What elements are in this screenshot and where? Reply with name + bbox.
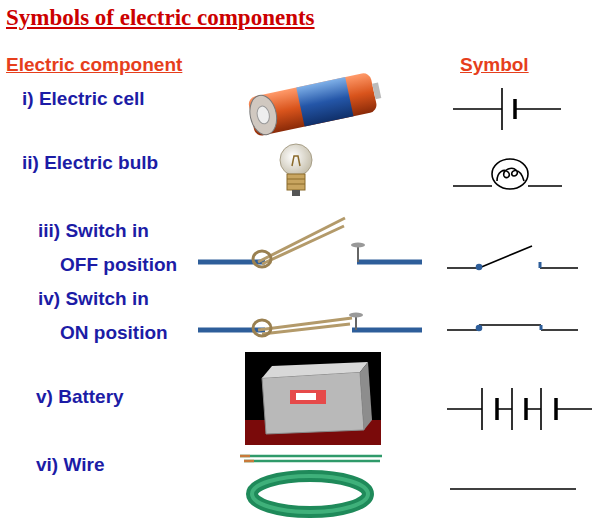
component-name: iv) Switch in ON position: [38, 282, 178, 350]
battery-picture: [245, 352, 381, 445]
cell-picture: [246, 71, 383, 138]
component-name: v) Battery: [36, 385, 124, 409]
component-name: iii) Switch in OFF position: [38, 214, 178, 282]
component-name: vi) Wire: [36, 453, 104, 477]
battery-symbol: [447, 388, 592, 430]
column-heading: Symbol: [460, 53, 529, 77]
switch-off-symbol: [447, 246, 578, 270]
wire-picture: [240, 456, 382, 512]
switch-on-picture: [198, 313, 422, 337]
column-heading: Electric component: [6, 53, 182, 77]
bulb-symbol: [453, 159, 562, 189]
component-name: i) Electric cell: [22, 87, 145, 111]
switch-on-symbol: [447, 325, 578, 331]
cell-symbol: [453, 88, 561, 130]
circuit-symbols: [447, 88, 592, 489]
switch-off-picture: [198, 218, 422, 267]
bulb-picture: [280, 144, 312, 196]
title: Symbols of electric components: [6, 4, 315, 32]
component-name: ii) Electric bulb: [22, 151, 158, 175]
wire-symbol: [450, 488, 576, 490]
